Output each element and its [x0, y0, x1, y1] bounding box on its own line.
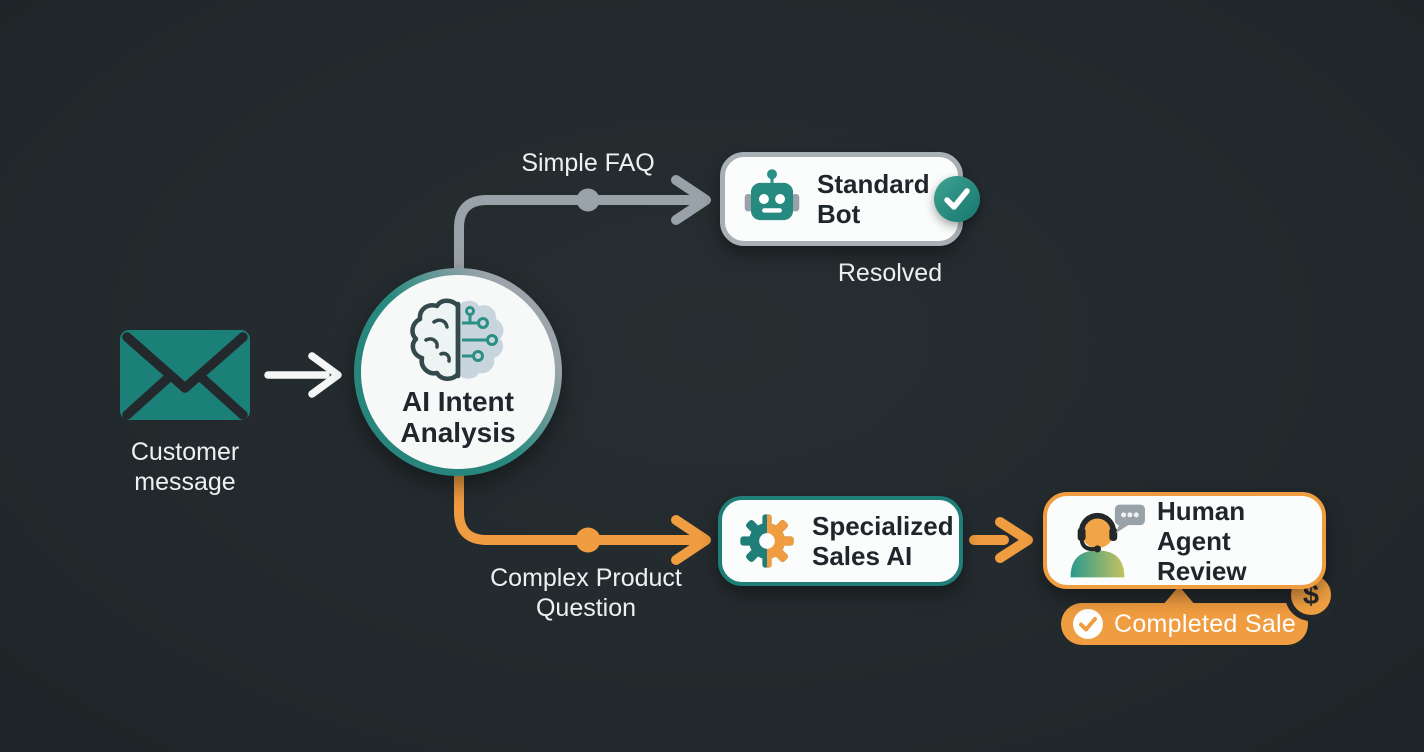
check-icon	[944, 188, 970, 210]
ai-intent-analysis-node: AI Intent Analysis	[354, 268, 562, 476]
simple-faq-edge-label: Simple FAQ	[521, 149, 655, 177]
completed-sale-label: Completed Sale	[1114, 609, 1297, 638]
gear-icon	[740, 514, 794, 568]
edge-dot-orange	[575, 527, 601, 553]
specialized-sales-ai-label: Specialized Sales AI	[812, 511, 954, 571]
complex-product-edge-label: Complex Product Question	[490, 564, 682, 622]
chat-dots-icon	[1114, 504, 1145, 533]
standard-bot-node: Standard Bot	[720, 152, 980, 246]
brain-circuit-icon	[410, 298, 504, 381]
edge-simple-faq	[454, 175, 711, 305]
customer-message-label: Customer message	[130, 438, 240, 496]
robot-icon	[744, 169, 800, 221]
resolved-status-label: Resolved	[837, 259, 943, 287]
human-agent-review-label: Human Agent Review	[1157, 495, 1247, 586]
ai-intent-analysis-label: AI Intent Analysis	[400, 386, 516, 448]
customer-message-node	[120, 330, 250, 420]
check-icon	[1073, 609, 1103, 639]
agent-headset-icon	[1070, 504, 1145, 577]
arrow-customer-to-analysis	[264, 352, 342, 398]
arrow-sales-to-human	[969, 517, 1033, 563]
envelope-icon	[120, 330, 250, 420]
human-agent-review-node: Human Agent Review	[1043, 492, 1326, 589]
edge-complex-product	[454, 435, 711, 565]
completed-sale-badge: Completed Sale	[1061, 603, 1308, 645]
specialized-sales-ai-node: Specialized Sales AI	[718, 496, 963, 586]
standard-bot-label: Standard Bot	[817, 169, 930, 229]
edge-dot-gray	[576, 188, 600, 212]
completed-sale-pointer	[1162, 586, 1196, 606]
resolved-check-badge	[934, 176, 980, 222]
